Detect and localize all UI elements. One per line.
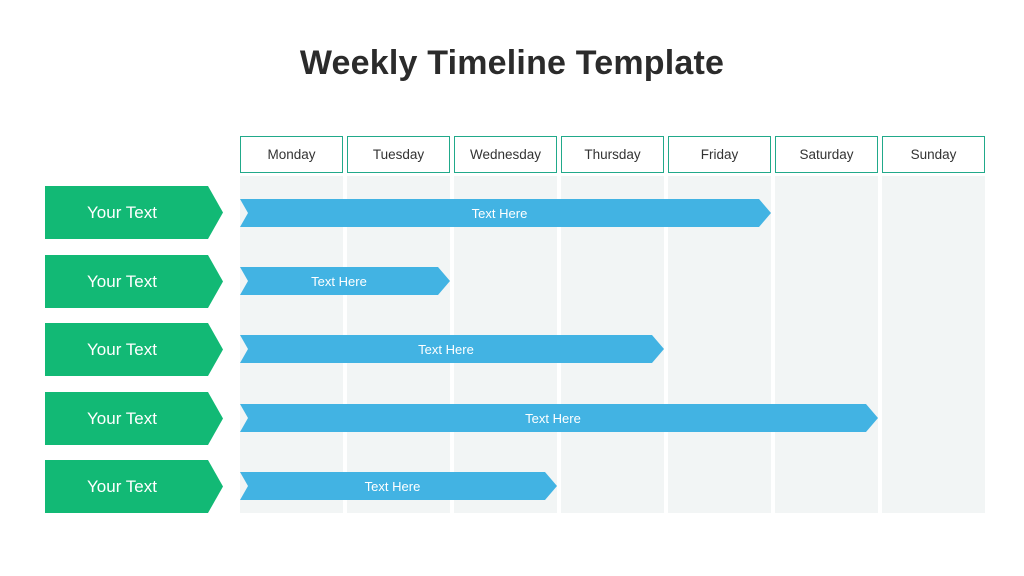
day-header-friday: Friday	[668, 136, 771, 173]
timeline-bar-text-4: Text Here	[525, 410, 581, 426]
day-header-saturday: Saturday	[775, 136, 878, 173]
day-column-saturday	[775, 176, 878, 513]
row-label-5: Your Text	[45, 460, 223, 513]
day-header-sunday: Sunday	[882, 136, 985, 173]
day-header-monday: Monday	[240, 136, 343, 173]
day-column-friday	[668, 176, 771, 513]
timeline-bar-text-1: Text Here	[471, 205, 528, 221]
slide-title: Weekly Timeline Template	[299, 44, 725, 82]
row-label-1: Your Text	[45, 186, 223, 239]
row-label-3: Your Text	[45, 323, 223, 376]
day-column-sunday	[882, 176, 985, 513]
row-label-4: Your Text	[45, 392, 223, 445]
timeline-bar-5: Text Here	[240, 472, 557, 500]
timeline-bar-1: Text Here	[240, 199, 771, 227]
row-label-2: Your Text	[45, 255, 223, 308]
timeline-bar-text-2: Text Here	[311, 273, 367, 289]
day-header-wednesday: Wednesday	[454, 136, 557, 173]
timeline-bar-2: Text Here	[240, 267, 450, 295]
timeline-bar-text-5: Text Here	[364, 478, 421, 494]
timeline-bar-text-3: Text Here	[418, 341, 474, 357]
day-header-thursday: Thursday	[561, 136, 664, 173]
timeline-bar-3: Text Here	[240, 335, 664, 363]
timeline-bar-4: Text Here	[240, 404, 878, 432]
day-header-tuesday: Tuesday	[347, 136, 450, 173]
